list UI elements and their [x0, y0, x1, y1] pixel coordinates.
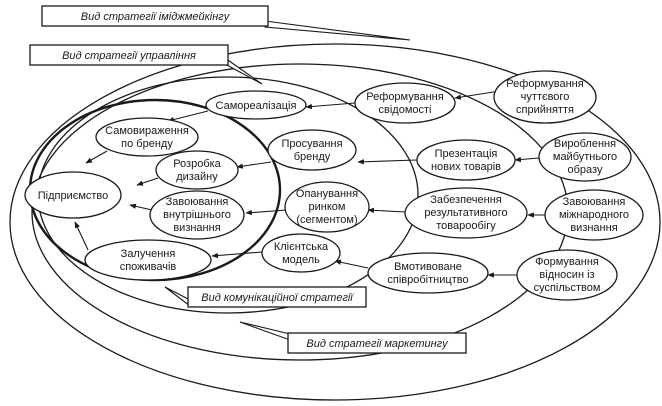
imagemaking-caption: Вид стратегії іміджмейкінгу — [41, 5, 269, 27]
svg-text:Завоювання: Завоювання — [166, 196, 229, 208]
svg-text:нових товарів: нових товарів — [431, 161, 501, 173]
node-attract-consumers: Залучення споживачів — [84, 239, 212, 281]
svg-text:Залучення: Залучення — [121, 248, 176, 260]
node-design: Розробка дизайну — [155, 150, 239, 190]
svg-text:Самовираження: Самовираження — [105, 125, 189, 137]
node-future-image: Вироблення майбутнього образу — [538, 132, 632, 182]
svg-text:бренду: бренду — [294, 151, 331, 163]
node-motivated-cooperation: Вмотивоване співробітництво — [367, 252, 489, 294]
node-international-recognition: Завоювання міжнародного визнання — [544, 189, 644, 241]
svg-text:визнання: визнання — [173, 222, 220, 234]
svg-text:споживачів: споживачів — [120, 261, 177, 273]
marketing-pointer — [239, 321, 291, 341]
svg-text:Реформування: Реформування — [366, 91, 443, 103]
svg-text:дизайну: дизайну — [176, 171, 218, 183]
communication-pointer — [164, 286, 191, 308]
svg-text:Опанування: Опанування — [296, 188, 358, 200]
svg-text:співробітництво: співробітництво — [387, 274, 468, 286]
svg-text:свідомості: свідомості — [379, 104, 432, 116]
imagemaking-pointer — [264, 20, 411, 41]
node-self-expression: Самовираження по бренду — [95, 117, 199, 157]
svg-text:Самореалізація: Самореалізація — [216, 100, 297, 112]
node-reform-consciousness: Реформування свідомості — [354, 82, 456, 124]
svg-text:Підприємство: Підприємство — [38, 190, 109, 202]
svg-text:модель: модель — [282, 254, 320, 266]
node-new-products: Презентація нових товарів — [416, 139, 516, 181]
svg-text:Завоювання: Завоювання — [563, 196, 626, 208]
svg-text:відносин із: відносин із — [539, 269, 594, 281]
node-enterprise: Підприємство — [24, 171, 122, 219]
node-self-realization: Самореалізація — [205, 90, 307, 120]
svg-text:Вид комунікаційної стратегії: Вид комунікаційної стратегії — [201, 292, 354, 304]
svg-text:Формування: Формування — [535, 256, 599, 268]
node-brand-promotion: Просування бренду — [267, 129, 357, 171]
svg-text:Вмотивоване: Вмотивоване — [394, 261, 462, 273]
svg-text:Вироблення: Вироблення — [554, 138, 616, 150]
node-society-relations: Формування відносин із суспільством — [516, 249, 618, 301]
svg-text:Презентація: Презентація — [435, 148, 498, 160]
svg-text:(сегментом): (сегментом) — [296, 214, 357, 226]
node-market-mastery: Опанування ринком (сегментом) — [284, 181, 370, 233]
svg-text:Реформування: Реформування — [506, 78, 583, 90]
communication-caption: Вид комунікаційної стратегії — [187, 286, 367, 308]
svg-text:Вид стратегії управління: Вид стратегії управління — [62, 50, 196, 62]
svg-text:Забезпечення: Забезпечення — [430, 194, 502, 206]
node-turnover: Забезпечення результативного товарообігу — [404, 187, 528, 239]
svg-text:результативного: результативного — [424, 207, 507, 219]
svg-text:внутрішнього: внутрішнього — [163, 209, 231, 221]
node-reform-perception: Реформування чуттєвого сприйняття — [493, 70, 597, 124]
svg-text:чуттєвого: чуттєвого — [521, 91, 570, 103]
node-client-model: Клієнтська модель — [261, 233, 341, 273]
svg-text:Просування: Просування — [281, 138, 342, 150]
svg-text:по бренду: по бренду — [121, 138, 173, 150]
svg-text:міжнародного: міжнародного — [559, 209, 629, 221]
management-caption: Вид стратегії управління — [29, 44, 229, 66]
svg-text:товарообігу: товарообігу — [436, 220, 496, 232]
marketing-caption: Вид стратегії маркетингу — [287, 332, 467, 354]
svg-text:визнання: визнання — [570, 222, 617, 234]
node-internal-recognition: Завоювання внутрішнього визнання — [149, 190, 245, 240]
imagemaking-ring — [9, 43, 661, 401]
management-pointer — [224, 56, 263, 85]
svg-text:сприйняття: сприйняття — [516, 104, 574, 116]
svg-text:ринком: ринком — [309, 201, 346, 213]
svg-text:Розробка: Розробка — [173, 158, 221, 170]
svg-text:Вид стратегії іміджмейкінгу: Вид стратегії іміджмейкінгу — [81, 11, 231, 23]
arrows — [74, 90, 545, 278]
svg-text:майбутнього: майбутнього — [553, 151, 617, 163]
svg-text:образу: образу — [568, 164, 603, 176]
svg-text:Вид стратегії маркетингу: Вид стратегії маркетингу — [306, 338, 449, 350]
svg-text:суспільством: суспільством — [534, 282, 601, 294]
svg-text:Клієнтська: Клієнтська — [274, 241, 329, 253]
